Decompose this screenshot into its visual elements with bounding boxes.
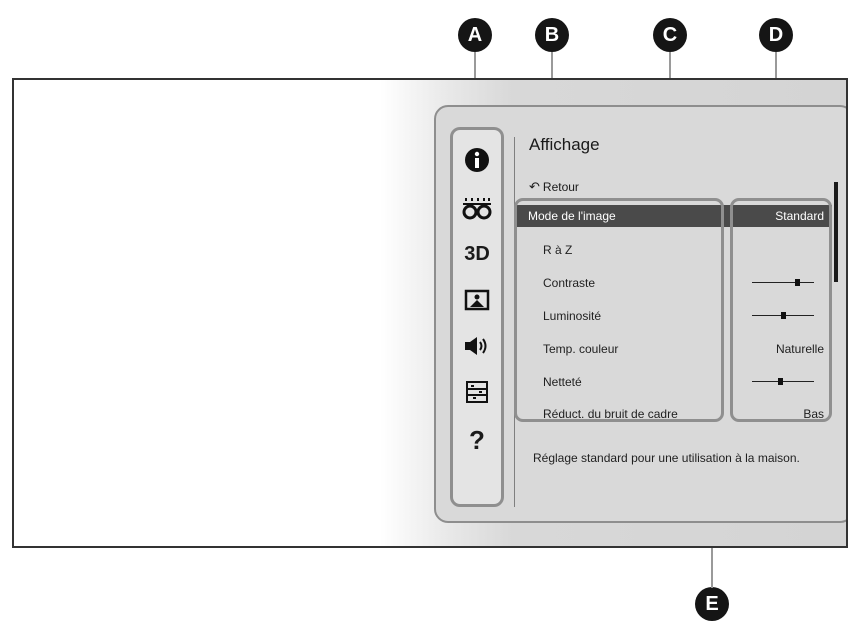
setting-value-picture-mode[interactable]: Standard xyxy=(775,209,824,223)
back-label: Retour xyxy=(542,180,579,194)
settings-list-icon[interactable] xyxy=(453,372,501,412)
setting-value-color-temp[interactable]: Naturelle xyxy=(775,342,824,356)
sharpness-slider-knob[interactable] xyxy=(778,378,783,385)
settings-labels-group xyxy=(514,198,724,422)
callout-a: A xyxy=(458,18,492,52)
3d-glasses-icon[interactable] xyxy=(453,188,501,228)
setting-label-sharpness[interactable]: Netteté xyxy=(543,375,582,389)
category-icon-bar: 3D ? xyxy=(450,127,504,507)
contrast-slider[interactable] xyxy=(752,279,814,286)
setting-label-color-temp[interactable]: Temp. couleur xyxy=(543,342,619,356)
setting-label-reset[interactable]: R à Z xyxy=(543,243,573,257)
callout-e: E xyxy=(695,587,729,621)
brightness-slider-knob[interactable] xyxy=(781,312,786,319)
setting-label-contrast[interactable]: Contraste xyxy=(543,276,596,290)
setting-label-noise-reduction[interactable]: Réduct. du bruit de cadre xyxy=(543,407,678,421)
page-title: Affichage xyxy=(529,135,600,154)
setting-description: Réglage standard pour une utilisation à … xyxy=(533,451,800,465)
callout-d: D xyxy=(759,18,793,52)
setting-label-brightness[interactable]: Luminosité xyxy=(543,309,602,323)
setting-label-picture-mode[interactable]: Mode de l'image xyxy=(528,209,616,223)
help-icon[interactable]: ? xyxy=(469,424,485,455)
info-icon[interactable] xyxy=(453,140,501,180)
brightness-slider[interactable] xyxy=(752,312,814,319)
selected-row-highlight xyxy=(516,205,832,227)
speaker-icon[interactable] xyxy=(453,326,501,366)
back-button[interactable]: ↶Retour xyxy=(529,179,579,195)
display-settings-panel: 3D ? Affichage ↶Retour Mode de l'image R… xyxy=(434,105,846,523)
callout-c: C xyxy=(653,18,687,52)
3d-text-icon[interactable]: 3D xyxy=(464,242,490,265)
tv-screen: 3D ? Affichage ↶Retour Mode de l'image R… xyxy=(12,78,848,548)
picture-icon[interactable] xyxy=(453,280,501,320)
contrast-slider-knob[interactable] xyxy=(795,279,800,286)
sharpness-slider[interactable] xyxy=(752,378,814,385)
scrollbar[interactable] xyxy=(834,182,838,282)
callout-b: B xyxy=(535,18,569,52)
setting-value-noise-reduction[interactable]: Bas xyxy=(803,407,824,421)
settings-values-group xyxy=(730,198,832,422)
return-arrow-icon: ↶ xyxy=(529,179,540,194)
